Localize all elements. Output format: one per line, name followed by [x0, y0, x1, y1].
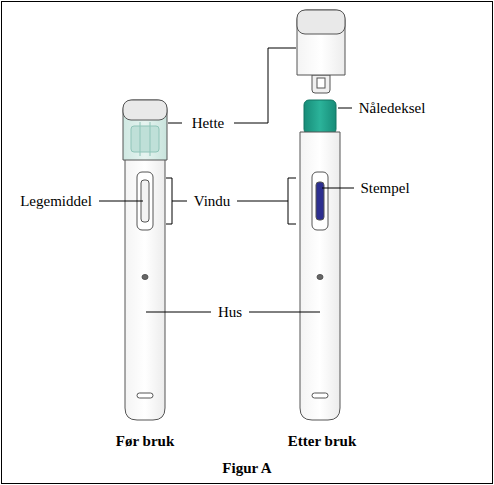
part-label: Hette [192, 115, 224, 132]
figure-caption: Figur A [222, 460, 271, 477]
part-label: Hus [218, 304, 242, 321]
pen-after [297, 10, 345, 420]
part-label: Legemiddel [20, 193, 92, 210]
pen-before [123, 100, 167, 420]
part-label: Vindu [194, 193, 231, 210]
part-label: Stempel [360, 180, 409, 197]
leader-lines [99, 48, 354, 312]
part-label: Før bruk [116, 433, 174, 450]
part-label: Etter bruk [288, 433, 356, 450]
part-label: Nåledeksel [359, 100, 426, 117]
